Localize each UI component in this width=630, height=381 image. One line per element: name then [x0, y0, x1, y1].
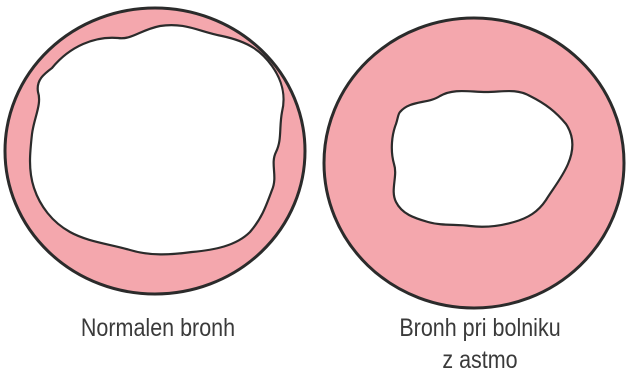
normal-bronchus [5, 8, 305, 294]
asthma-bronchus-label-line1: Bronh pri bolniku [351, 312, 609, 344]
asthma-bronchus-label-line2: z astmo [351, 344, 609, 376]
normal-bronchus-label: Normalen bronh [29, 312, 287, 344]
asthma-bronchus-label: Bronh pri bolniku z astmo [351, 312, 609, 376]
normal-bronchus-lumen [30, 25, 284, 254]
asthma-bronchus [324, 18, 624, 308]
